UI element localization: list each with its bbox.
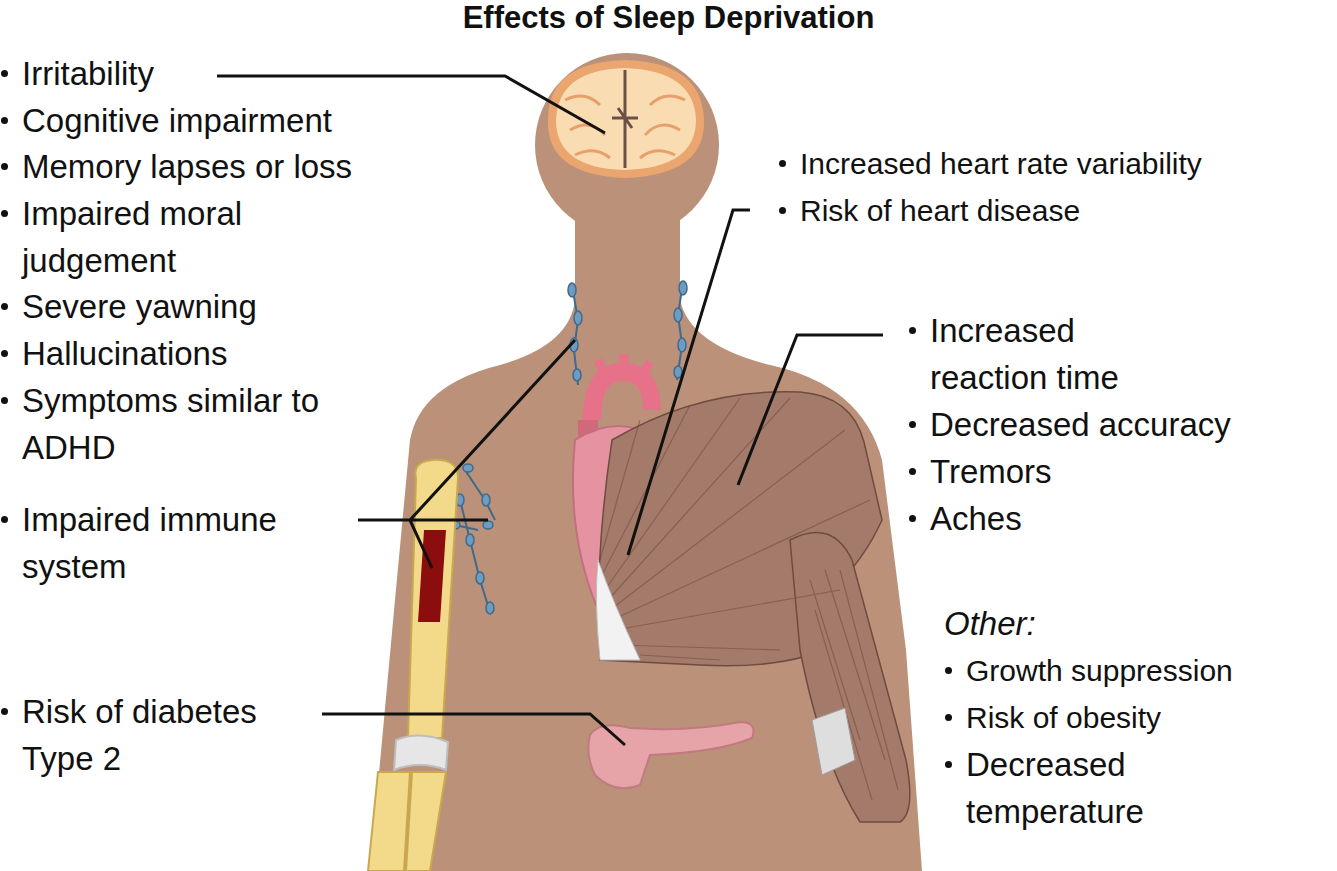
effect-text: Severe yawning xyxy=(22,283,420,330)
bullet-dot xyxy=(1,210,8,217)
effect-label: Risk of diabetes Type 2 xyxy=(0,688,320,782)
effect-label: Cognitive impairment xyxy=(0,97,440,144)
bullet-dot xyxy=(779,207,786,214)
effect-label: Irritability xyxy=(0,50,420,97)
bullet-dot xyxy=(1,350,8,357)
bullet-dot xyxy=(1,397,8,404)
effect-text: Impaired moral judgement xyxy=(22,190,330,284)
effect-label: Hallucinations xyxy=(0,330,420,377)
pancreas xyxy=(588,722,753,788)
effect-text: Memory lapses or loss xyxy=(22,143,460,190)
bullet-dot xyxy=(779,160,786,167)
effect-text: Tremors xyxy=(930,448,1328,495)
effect-label: Decreased accuracy xyxy=(908,401,1328,448)
effect-label: Tremors xyxy=(908,448,1328,495)
effect-text: Aches xyxy=(930,495,1328,542)
effect-text: Other: xyxy=(944,600,1324,647)
effect-text: Risk of diabetes Type 2 xyxy=(22,688,320,782)
effect-text: Increased heart rate variability xyxy=(800,140,1333,187)
effect-text: Growth suppression xyxy=(966,647,1332,694)
bullet-dot xyxy=(909,421,916,428)
bullet-dot xyxy=(1,117,8,124)
effect-label: Severe yawning xyxy=(0,283,420,330)
bullet-dot xyxy=(945,667,952,674)
effect-label: Aches xyxy=(908,495,1328,542)
effect-label: Decreased temperature xyxy=(944,741,1204,835)
effect-label: Other: xyxy=(944,600,1324,647)
diagram-title: Effects of Sleep Deprivation xyxy=(0,0,1337,36)
bullet-dot xyxy=(1,708,8,715)
bullet-dot xyxy=(909,327,916,334)
bullet-dot xyxy=(1,163,8,170)
effect-label: Increased heart rate variability xyxy=(778,140,1333,187)
effect-text: Decreased accuracy xyxy=(930,401,1328,448)
bullet-dot xyxy=(945,761,952,768)
effect-label: Risk of obesity xyxy=(944,694,1332,741)
effect-text: Increased reaction time xyxy=(930,307,1168,401)
effect-text: Cognitive impairment xyxy=(22,97,440,144)
effect-label: Impaired immune system xyxy=(0,496,330,590)
brain xyxy=(548,60,704,178)
body-silhouette xyxy=(370,220,922,871)
bullet-dot xyxy=(1,70,8,77)
effect-text: Risk of obesity xyxy=(966,694,1332,741)
bullet-dot xyxy=(1,303,8,310)
effect-text: Risk of heart disease xyxy=(800,187,1333,234)
effect-label: Memory lapses or loss xyxy=(0,143,460,190)
head-silhouette xyxy=(535,53,719,237)
effect-label: Increased reaction time xyxy=(908,307,1168,401)
effect-text: Hallucinations xyxy=(22,330,420,377)
effect-text: Irritability xyxy=(22,50,420,97)
effect-text: Decreased temperature xyxy=(966,741,1204,835)
effect-text: Symptoms similar to ADHD xyxy=(22,377,320,471)
bullet-dot xyxy=(909,468,916,475)
effect-text: Impaired immune system xyxy=(22,496,330,590)
effect-label: Symptoms similar to ADHD xyxy=(0,377,320,471)
effect-label: Impaired moral judgement xyxy=(0,190,330,284)
bullet-dot xyxy=(1,516,8,523)
effect-label: Growth suppression xyxy=(944,647,1332,694)
effect-label: Risk of heart disease xyxy=(778,187,1333,234)
bullet-dot xyxy=(909,515,916,522)
bullet-dot xyxy=(945,714,952,721)
